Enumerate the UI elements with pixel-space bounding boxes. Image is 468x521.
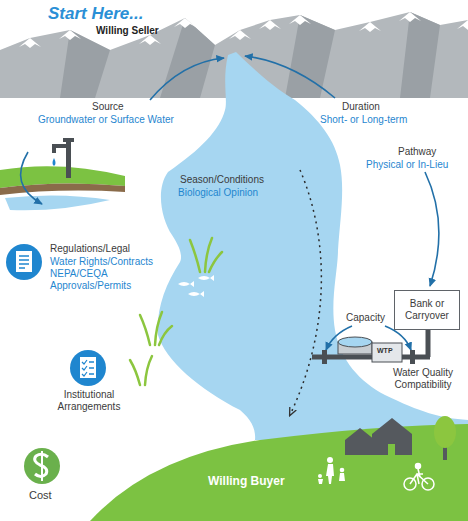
box-label: Bank or Carryover <box>399 298 455 322</box>
people <box>326 464 334 484</box>
regulations-icon <box>6 244 42 280</box>
label: Water Rights/Contracts <box>50 256 153 268</box>
field <box>0 183 125 195</box>
pipe <box>410 350 415 364</box>
label: Start Here... <box>48 4 143 24</box>
treatment-plant <box>372 343 402 362</box>
cost-icon <box>24 448 60 484</box>
snow-cap <box>139 35 161 45</box>
field <box>0 166 125 210</box>
institutional-icon <box>89 362 94 374</box>
faucet <box>54 146 66 153</box>
regulations-icon <box>19 256 29 268</box>
faucet <box>66 142 71 178</box>
reeds <box>140 312 172 345</box>
tree <box>434 416 456 460</box>
snow-cap <box>174 18 196 28</box>
snow-cap <box>229 30 251 40</box>
snow-cap <box>359 22 381 32</box>
label: Physical or In-Lieu <box>366 159 448 171</box>
pipe <box>426 330 431 357</box>
leader-arrows <box>21 152 42 204</box>
label: Season/Conditions <box>180 174 264 186</box>
institutional-icon <box>82 360 87 376</box>
people <box>318 474 322 478</box>
storage-box: Bank or Carryover <box>394 290 460 330</box>
pipe <box>312 330 430 364</box>
faucet <box>53 138 75 178</box>
label: Institutional Arrangements <box>44 389 134 413</box>
field <box>5 195 110 210</box>
label: Groundwater or Surface Water <box>38 114 174 126</box>
people <box>318 479 323 484</box>
houses <box>345 418 412 455</box>
institutional-icon <box>80 357 96 378</box>
river <box>158 52 468 440</box>
label: Duration <box>342 101 380 113</box>
snow-cap <box>457 20 468 30</box>
bicycle <box>416 464 421 469</box>
reeds <box>130 356 152 385</box>
treatment-plant <box>338 337 372 347</box>
label: Capacity <box>346 312 385 324</box>
label: Regulations/Legal <box>50 243 130 255</box>
tree <box>434 416 456 448</box>
houses <box>388 444 395 455</box>
fish <box>198 275 214 281</box>
snow-cap <box>19 38 41 48</box>
faucet <box>53 158 56 166</box>
people <box>318 457 345 484</box>
cost-icon <box>24 448 60 484</box>
label: Short- or Long-term <box>320 114 407 126</box>
flow-path <box>290 170 321 415</box>
label: Water Quality Compatibility <box>385 367 461 391</box>
label: NEPA/CEQA <box>50 268 108 280</box>
snow-cap <box>399 12 421 22</box>
houses <box>345 428 375 455</box>
river <box>158 52 468 440</box>
label: Cost <box>29 489 52 502</box>
treatment-plant <box>338 337 402 362</box>
label: Source <box>92 101 124 113</box>
snow-cap <box>289 15 311 25</box>
snow-cap <box>259 20 281 30</box>
label: Willing Seller <box>96 25 159 37</box>
institutional-icon <box>70 350 106 386</box>
people <box>339 473 345 481</box>
leader-arrows <box>150 58 224 100</box>
fish <box>188 291 204 297</box>
leader-arrows <box>425 172 439 286</box>
fish <box>178 275 214 297</box>
pipe <box>322 350 327 364</box>
label: WTP <box>377 347 393 355</box>
houses <box>372 418 412 455</box>
fish <box>178 281 194 287</box>
snow-cap <box>59 30 81 40</box>
leader-arrows <box>245 56 335 98</box>
label: Biological Opinion <box>178 187 258 199</box>
regulations-icon <box>16 251 32 272</box>
institutional-icon <box>70 350 106 386</box>
people <box>340 468 345 473</box>
faucet <box>63 138 74 142</box>
people <box>327 457 333 463</box>
label: Approvals/Permits <box>50 280 131 292</box>
reeds <box>190 238 222 272</box>
bicycle <box>404 464 434 491</box>
regulations-icon <box>6 244 42 280</box>
label: Willing Buyer <box>208 474 285 488</box>
cost-icon <box>41 451 43 481</box>
bicycle <box>418 469 420 477</box>
label: Pathway <box>398 146 436 158</box>
leader-arrows <box>21 56 439 350</box>
